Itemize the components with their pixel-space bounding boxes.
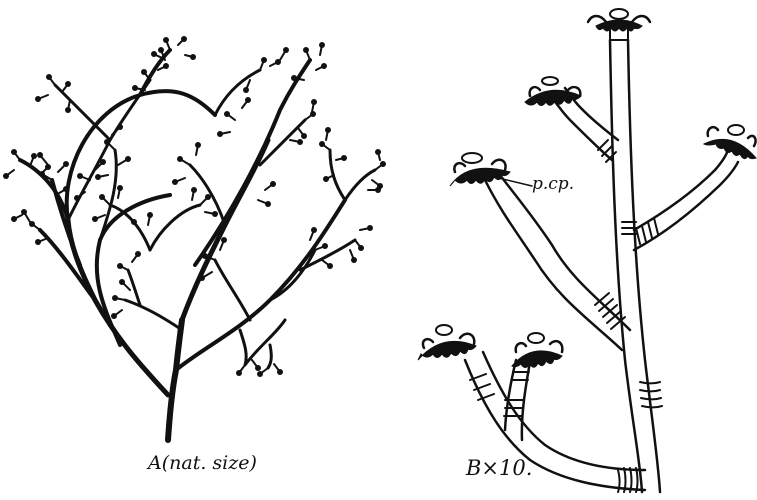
panel-b-caption: B×10. [466,456,532,480]
colony-main-stems [20,50,375,440]
hydranths [418,9,756,368]
pcp-annotation-label: p.cp. [532,174,574,194]
pcp-pointer-line [490,176,532,186]
hydranth-right [704,125,756,159]
hydranth-lower-left [418,325,476,360]
hydranth-pcp [450,153,510,186]
hydranth-lower-middle [512,333,562,368]
stem-tubes [465,40,738,492]
panel-a-caption: A(nat. size) [148,452,257,474]
magnified-stem-drawing [418,9,756,492]
hydranth-top [588,9,650,40]
colony-natural-size-drawing [3,36,386,440]
hydranth-upper-left [525,77,581,106]
